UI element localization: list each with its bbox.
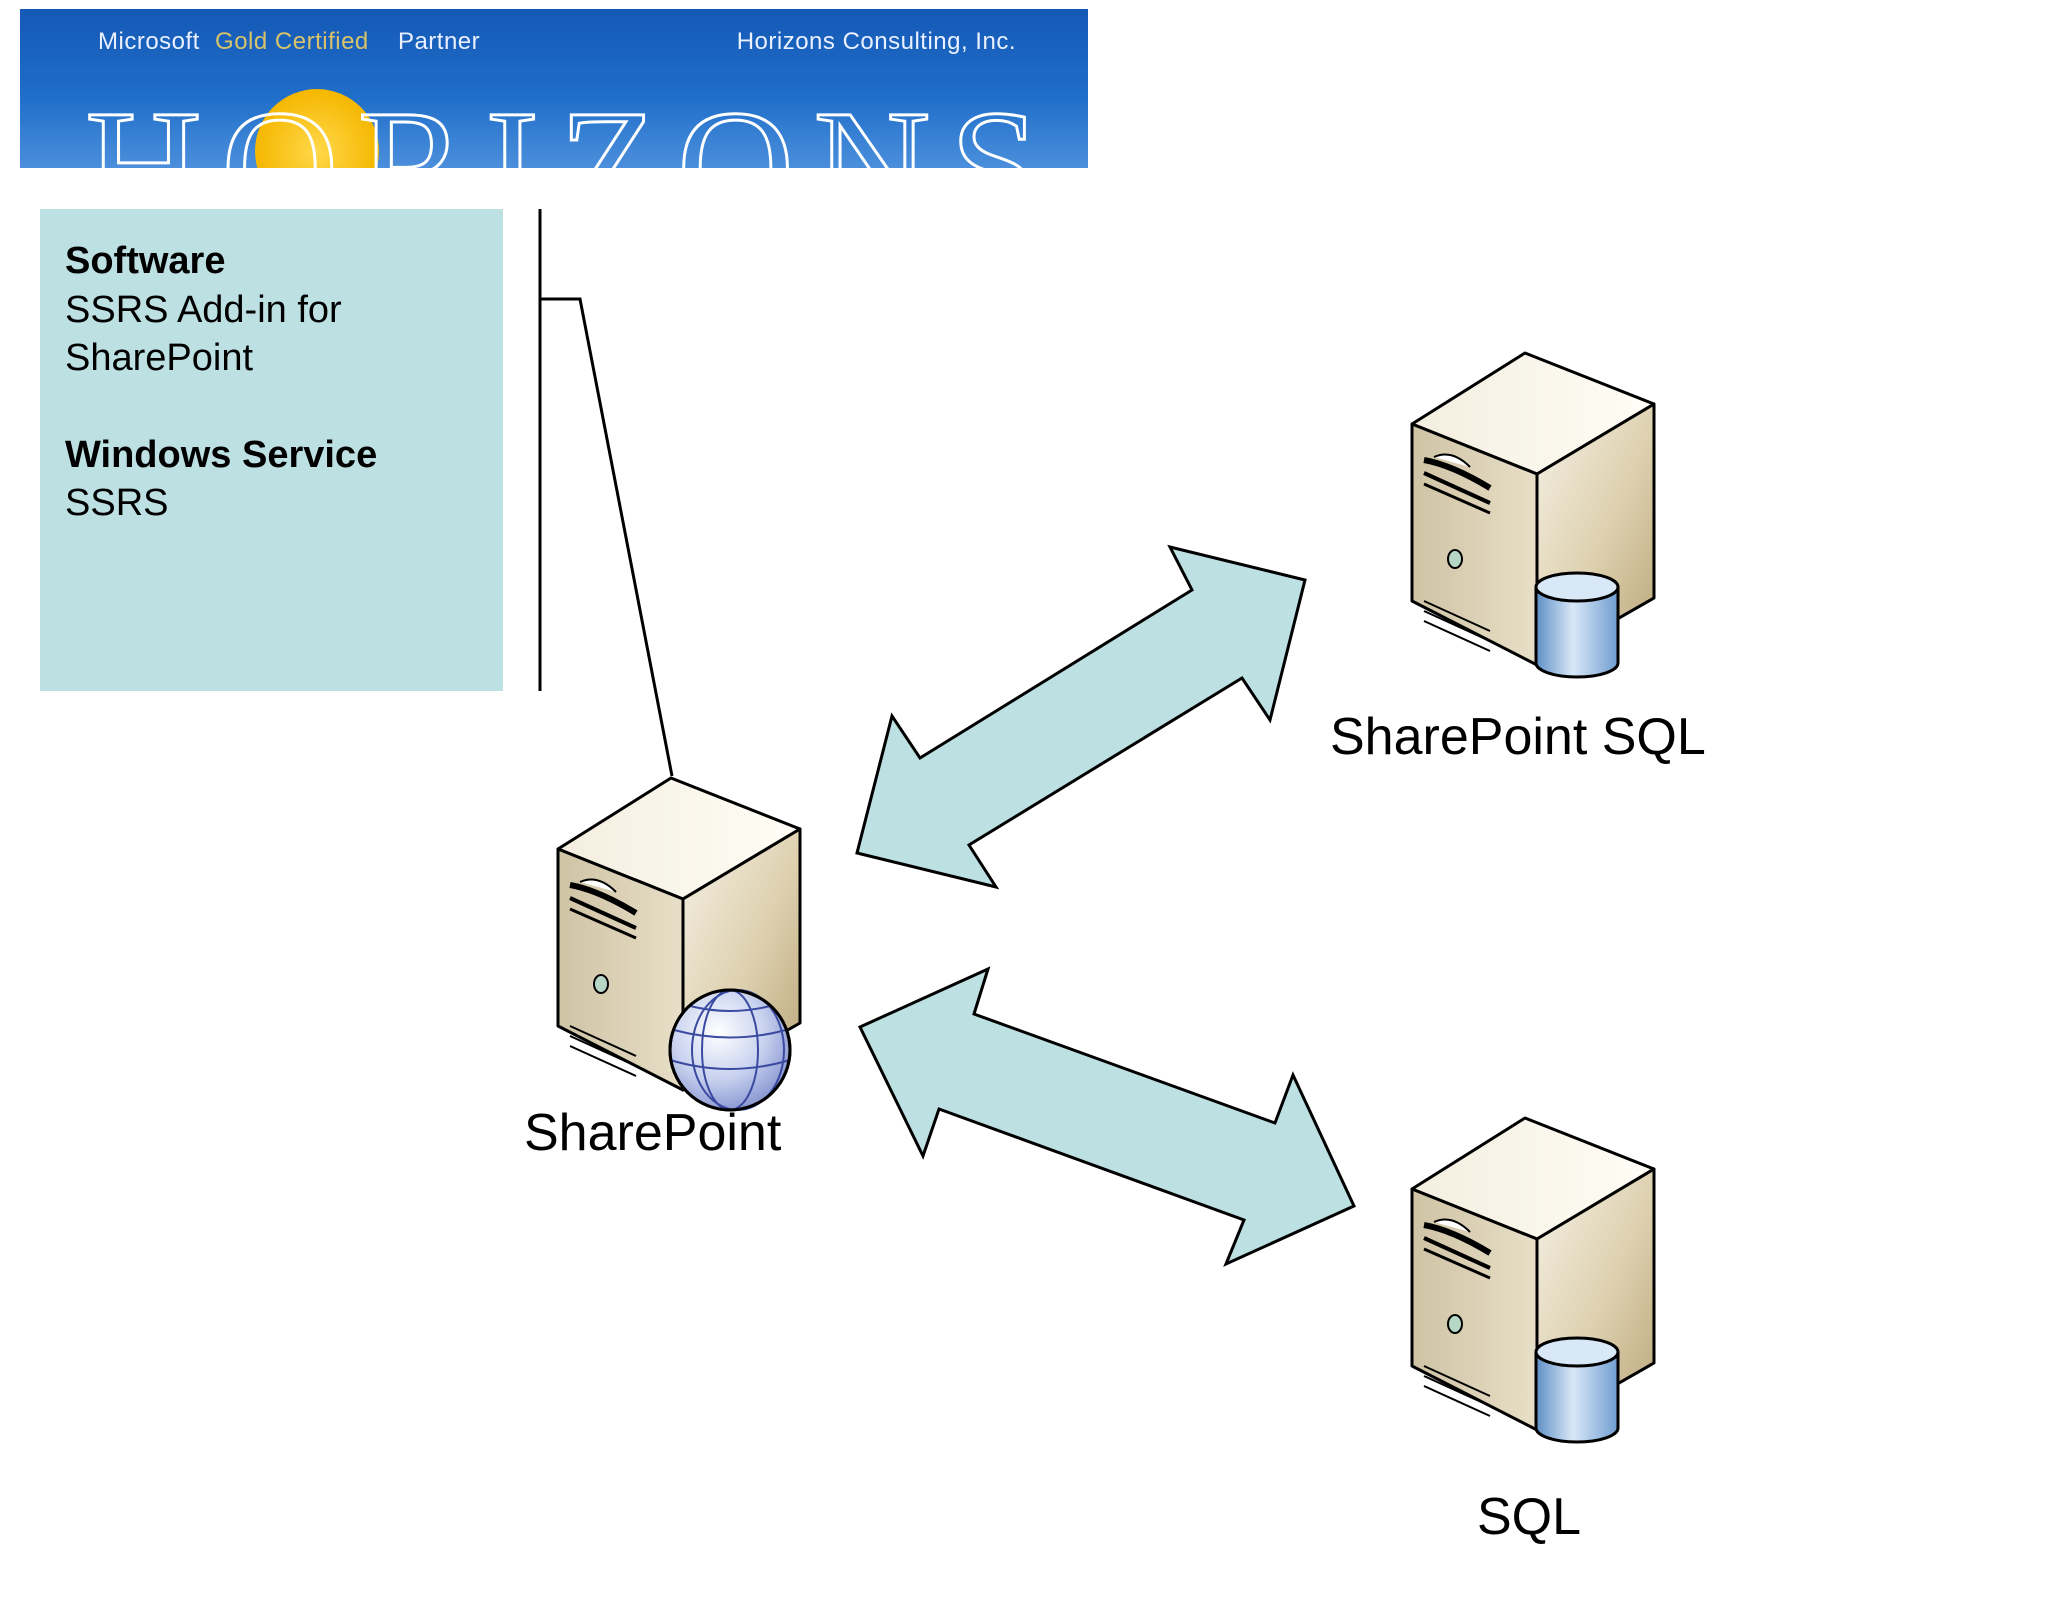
- database-icon: [1534, 571, 1620, 679]
- arrow-sharepoint-to-sharepoint-sql: [855, 544, 1307, 890]
- microsoft-text: Microsoft: [98, 28, 200, 55]
- web-server-globe-icon: [668, 988, 792, 1112]
- service-line-1: SSRS: [65, 482, 169, 524]
- software-heading: Software: [65, 240, 226, 282]
- software-line-1: SSRS Add-in for: [65, 289, 342, 331]
- sharepoint-server: [558, 778, 800, 1112]
- banner: Microsoft Gold Certified Partner Horizon…: [20, 9, 1088, 168]
- logo-text: HORIZONS: [85, 78, 1040, 168]
- software-line-2: SharePoint: [65, 337, 254, 379]
- callout-line: [540, 297, 674, 777]
- partner-label: Partner: [397, 28, 481, 55]
- arrow-sharepoint-to-sql: [857, 966, 1356, 1267]
- sql-label: SQL: [1477, 1488, 1582, 1546]
- company-name: Horizons Consulting, Inc.: [736, 28, 1016, 55]
- database-icon: [1534, 1336, 1620, 1444]
- info-box: Software SSRS Add-in for SharePoint Wind…: [40, 209, 503, 691]
- gold-certified-text: Gold Certified: [215, 28, 369, 55]
- sharepoint-label: SharePoint: [524, 1104, 782, 1162]
- sharepoint-sql-server: [1412, 353, 1654, 679]
- service-heading: Windows Service: [65, 434, 378, 476]
- sql-server: [1412, 1118, 1654, 1444]
- horizons-logo: HORIZONS: [84, 77, 1042, 168]
- sun-icon: [255, 89, 379, 168]
- partner-text: Microsoft Gold Certified Partner: [98, 28, 480, 56]
- sharepoint-sql-label: SharePoint SQL: [1330, 708, 1706, 766]
